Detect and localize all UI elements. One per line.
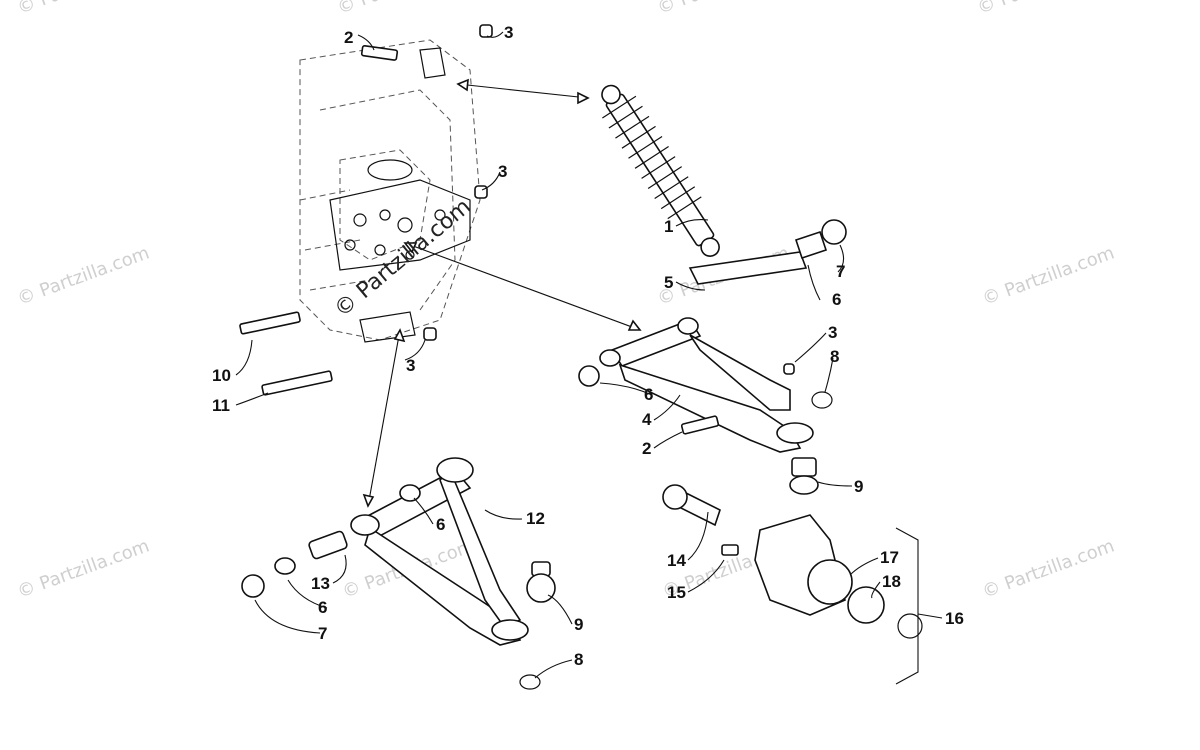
- watermark: © Partzilla.com: [15, 535, 153, 602]
- watermark: © Partzilla.com: [15, 242, 153, 309]
- callout-16: 16: [945, 609, 964, 628]
- snap-ring-upper: [811, 391, 833, 409]
- callout-17: 17: [880, 548, 899, 567]
- callout-5: 5: [664, 273, 673, 292]
- callout-9: 9: [854, 477, 863, 496]
- watermark: © Partzilla.com: [335, 0, 473, 19]
- callout-18: 18: [882, 572, 901, 591]
- upper-a-arm: [578, 219, 847, 453]
- callout-3: 3: [498, 162, 507, 181]
- callout-14: 14: [667, 551, 686, 570]
- steering-knuckle: [662, 484, 923, 639]
- callout-8: 8: [574, 650, 583, 669]
- callout-3: 3: [828, 323, 837, 342]
- shock-absorber: [601, 84, 720, 257]
- center-watermark: © Partzilla.com: [330, 194, 476, 322]
- watermark: © Partzilla.com: [980, 535, 1118, 602]
- callout-2: 2: [344, 28, 353, 47]
- callout-11: 11: [212, 396, 230, 415]
- callouts: 2 3 3 1 7 5 6 3 8 10 3 11 6 4 2 9 12 6 1…: [212, 23, 964, 669]
- callout-6: 6: [436, 515, 445, 534]
- frame-assembly: [299, 39, 481, 343]
- callout-7: 7: [836, 262, 845, 281]
- callout-15: 15: [667, 583, 686, 602]
- lower-a-arm: [241, 457, 529, 646]
- callout-10: 10: [212, 366, 231, 385]
- watermark: © Partzilla.com: [980, 242, 1118, 309]
- callout-6: 6: [644, 385, 653, 404]
- watermark: © Partzilla.com: [15, 0, 153, 19]
- callout-12: 12: [526, 509, 545, 528]
- leader-lines: [235, 31, 943, 685]
- connection-arrows: [362, 78, 642, 508]
- callout-4: 4: [642, 410, 652, 429]
- watermark: © Partzilla.com: [655, 0, 793, 19]
- callout-3: 3: [504, 23, 513, 42]
- callout-7: 7: [318, 624, 327, 643]
- bolts: [239, 24, 795, 435]
- callout-1: 1: [664, 217, 673, 236]
- ball-joint-upper: [789, 457, 819, 495]
- callout-9: 9: [574, 615, 583, 634]
- watermark-layer: © Partzilla.com © Partzilla.com © Partzi…: [15, 0, 1118, 603]
- callout-6: 6: [318, 598, 327, 617]
- callout-13: 13: [311, 574, 330, 593]
- snap-ring-lower: [519, 674, 541, 690]
- callout-2: 2: [642, 439, 651, 458]
- callout-6: 6: [832, 290, 841, 309]
- callout-8: 8: [830, 347, 839, 366]
- watermark: © Partzilla.com: [975, 0, 1113, 19]
- callout-3: 3: [406, 356, 415, 375]
